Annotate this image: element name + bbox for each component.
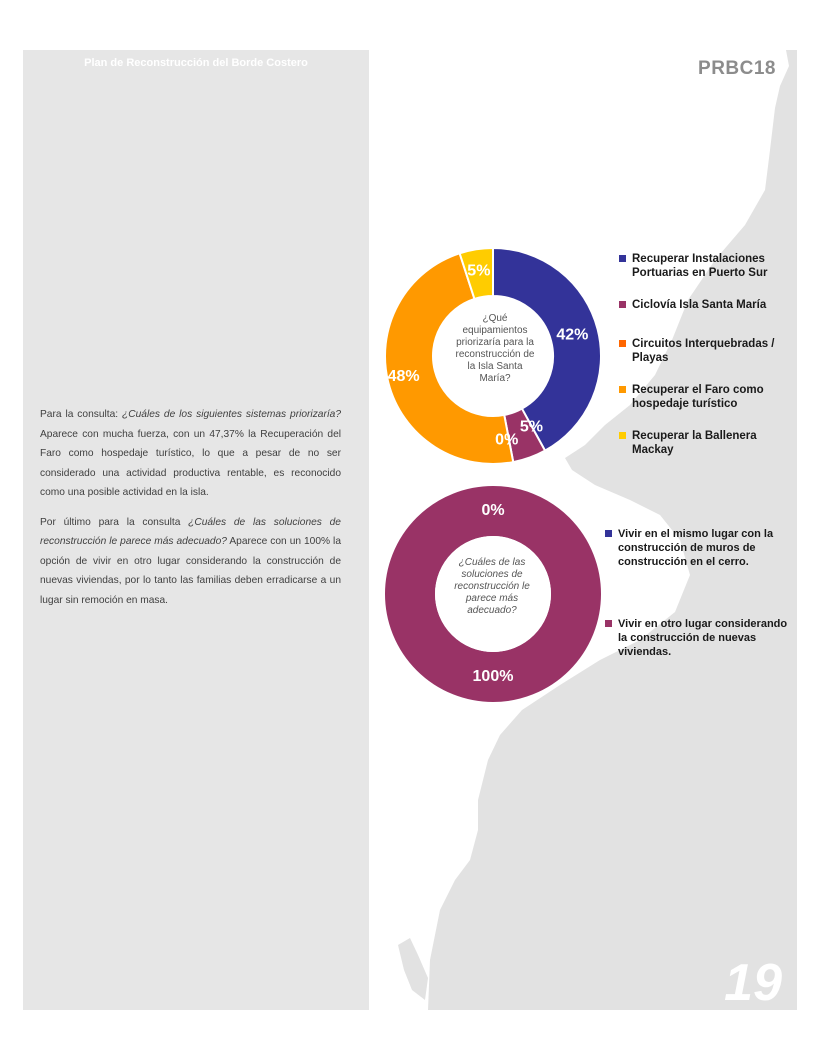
left-text-panel <box>23 50 369 1010</box>
legend-label: Recuperar la Ballenera Mackay <box>632 430 757 456</box>
chart1-legend: Recuperar Instalaciones Portuarias en Pu… <box>619 252 794 457</box>
donut-slice <box>385 486 601 702</box>
p1-lead: Para la consulta: <box>40 409 123 420</box>
paragraph-2: Por último para la consulta ¿Cuáles de l… <box>40 513 341 611</box>
body-text: Para la consulta: ¿Cuáles de los siguien… <box>40 405 341 620</box>
legend-label: Vivir en otro lugar considerando la cons… <box>618 618 788 658</box>
legend-swatch <box>619 386 626 393</box>
legend-label: Circuitos Interquebradas / Playas <box>632 338 775 364</box>
legend-item: Ciclovía Isla Santa María <box>619 298 794 312</box>
p2-lead: Por último para la consulta <box>40 516 189 528</box>
legend-item: Recuperar el Faro como hospedaje turísti… <box>619 383 794 411</box>
slice-data-label: 0% <box>481 502 504 519</box>
p2-question: ¿Cuáles de las soluciones de reconstrucc… <box>40 516 341 548</box>
donut-hole <box>435 536 551 652</box>
chart2-legend: Vivir en el mismo lugar con la construcc… <box>605 527 795 659</box>
legend-item: Vivir en el mismo lugar con la construcc… <box>605 527 795 569</box>
donut-hole <box>433 296 553 416</box>
slice-data-label: 100% <box>473 668 514 685</box>
legend-item: Recuperar la Ballenera Mackay <box>619 429 794 457</box>
legend-item: Circuitos Interquebradas / Playas <box>619 337 794 365</box>
p2-rest: Aparece con un 100% la opción de vivir e… <box>40 536 341 606</box>
legend-label: Recuperar Instalaciones Portuarias en Pu… <box>632 253 768 279</box>
slice-data-label: 48% <box>388 368 420 385</box>
p1-question: ¿Cuáles de los siguientes sistemas prior… <box>122 409 342 420</box>
legend-swatch <box>605 530 612 537</box>
legend-item: Recuperar Instalaciones Portuarias en Pu… <box>619 252 794 280</box>
legend-label: Ciclovía Isla Santa María <box>632 299 767 311</box>
chart2-center-label: ¿Cuáles de las soluciones de reconstrucc… <box>454 557 530 616</box>
equipment-donut-chart: 42%5%0%48%5% <box>384 246 602 465</box>
legend-label: Recuperar el Faro como hospedaje turísti… <box>632 384 764 410</box>
paragraph-1: Para la consulta: ¿Cuáles de los siguien… <box>40 405 341 503</box>
p1-rest: Aparece con mucha fuerza, con un 47,37% … <box>40 428 341 499</box>
legend-label: Vivir en el mismo lugar con la construcc… <box>618 528 774 568</box>
slice-data-label: 5% <box>467 262 490 279</box>
legend-item: Vivir en otro lugar considerando la cons… <box>605 617 795 659</box>
header-title: Plan de Reconstrucción del Borde Costero <box>84 57 308 69</box>
legend-swatch <box>619 301 626 308</box>
chart1-center-label: ¿Qué equipamientos priorizaría para la r… <box>455 313 535 384</box>
legend-swatch <box>619 340 626 347</box>
page-number: 19 <box>724 954 782 1012</box>
document-code: PRBC18 <box>698 58 776 79</box>
legend-swatch <box>619 432 626 439</box>
slice-data-label: 0% <box>495 432 518 449</box>
legend-swatch <box>619 255 626 262</box>
slice-data-label: 5% <box>520 418 543 435</box>
legend-swatch <box>605 620 612 627</box>
slice-data-label: 42% <box>556 326 588 343</box>
solutions-donut-chart: 0% 100% <box>385 486 601 702</box>
